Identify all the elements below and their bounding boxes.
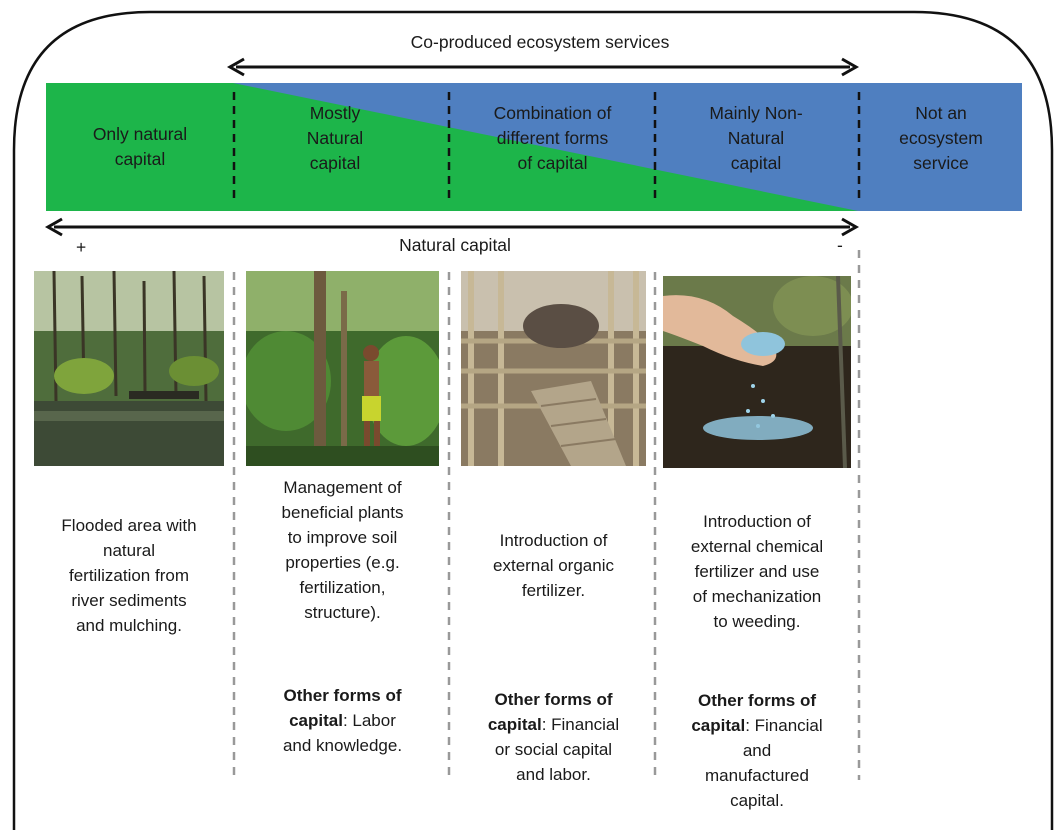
other-capital-col3: Other forms of capital: Financial or soc… (461, 687, 646, 787)
chemical-fertilizer-hand-photo (663, 276, 851, 468)
axis-minus-label: - (837, 235, 843, 255)
man-in-forest-photo (246, 271, 439, 466)
co-produced-arrow (226, 57, 860, 77)
natural-capital-arrow (44, 217, 860, 237)
other-capital-detail: : Financial or social capital and labor. (494, 715, 620, 784)
band-label-mainly-non-natural: Mainly Non- Natural capital (709, 103, 803, 173)
natural-capital-label: Natural capital (399, 235, 511, 255)
flooded-forest-photo (34, 271, 224, 466)
other-capital-heading: Other forms of capital (283, 686, 402, 730)
other-capital-detail: : Labor and knowledge. (282, 711, 403, 755)
band-label-combination: Combination of different forms of capita… (493, 103, 612, 173)
band-label-not-ecosystem-service: Not an ecosystem service (899, 103, 983, 173)
band-dividers (232, 92, 861, 204)
band-label-only-natural: Only natural capital (92, 124, 188, 169)
description-chemical-fertilizer: Introduction of external chemical fertil… (690, 512, 824, 631)
description-beneficial-plants: Management of beneficial plants to impro… (281, 478, 404, 622)
outer-border (12, 10, 1054, 830)
description-flooded-area: Flooded area with natural fertilization … (61, 516, 197, 635)
other-capital-col2: Other forms of capital: Labor and knowle… (246, 683, 439, 758)
axis-plus-label: + (76, 237, 87, 257)
other-capital-detail: : Financial and manufactured capital. (705, 716, 823, 810)
other-capital-col4: Other forms of capital: Financial and ma… (663, 688, 851, 813)
band-label-mostly-natural: Mostly Natural capital (306, 103, 364, 173)
description-organic-fertilizer: Introduction of external organic fertili… (493, 531, 614, 600)
co-produced-title: Co-produced ecosystem services (410, 32, 670, 52)
column-dividers (232, 250, 861, 780)
other-capital-heading: Other forms of capital (691, 691, 817, 735)
livestock-pen-photo (461, 271, 646, 466)
other-capital-heading: Other forms of capital (487, 690, 613, 734)
